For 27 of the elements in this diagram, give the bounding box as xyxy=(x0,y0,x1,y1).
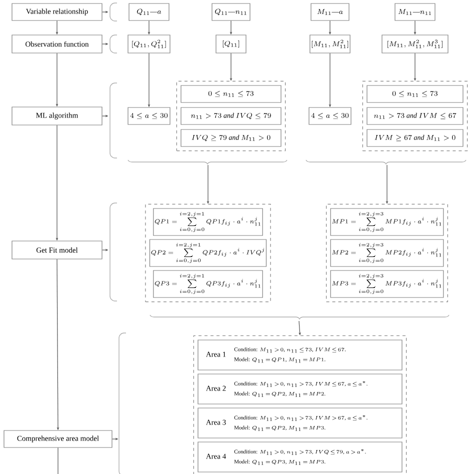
formula-box: $IVQ\ge 79\ \mathit{and}\ M_{11}>0$ xyxy=(180,129,282,147)
formula-box: $0\le n_{11}\le 73$ xyxy=(180,85,282,103)
dashed-group-box xyxy=(326,204,448,302)
formula-box: $IVM\ge 67\ \mathit{and}\ M_{11}>0$ xyxy=(366,129,464,147)
formula-box: $[Q_{11}]$ xyxy=(216,34,246,54)
formula-box: $4\le a\le 30$ xyxy=(128,107,170,125)
formula-box: $MP2=\sum_{i=0,j=0}^{i=2,j=3}MP2f_{ij}\cdot a^{i}\cdot n_{11}^{j}$ xyxy=(330,239,444,267)
formula-box: $Q_{11}\text{—}a$ xyxy=(128,3,170,21)
formula-box: $[Q_{11},Q_{11}^{2}]$ xyxy=(128,34,170,54)
dashed-group-box xyxy=(176,80,286,152)
formula-box: $n_{11}>73\ \mathit{and}\ IVQ\le 79$ xyxy=(180,107,282,125)
dashed-group-box xyxy=(145,204,271,302)
formula-box: $QP2=\sum_{i=0,j=0}^{i=2,j=1}QP2f_{ij}\cdot a^{i}\cdot IVQ^{j}$ xyxy=(149,239,267,267)
formula-box: $QP3=\sum_{i=0,j=0}^{i=2,j=1}QP3f_{ij}\cdot a^{i}\cdot n_{11}^{j}$ xyxy=(153,270,263,298)
formula-box: $[M_{11},M_{11}^{2}]$ xyxy=(310,34,350,54)
formula-box: $M_{11}\text{—}a$ xyxy=(310,3,350,21)
formula-box: $[M_{11},M_{11}^{2},M_{11}^{3}]$ xyxy=(382,34,448,54)
formula-box: $QP1=\sum_{i=0,j=0}^{i=2,j=1}QP1f_{ij}\cdot a^{i}\cdot n_{11}^{j}$ xyxy=(153,208,263,236)
dashed-group-box xyxy=(193,335,407,474)
formula-box: $0\le n_{11}\le 73$ xyxy=(366,85,464,103)
formula-box: $4\le a\le 30$ xyxy=(308,107,352,125)
formula-box: $M_{11}\text{—}n_{11}$ xyxy=(394,3,436,21)
formula-box: $Q_{11}\text{—}n_{11}$ xyxy=(212,3,250,21)
formula-box: $MP1=\sum_{i=0,j=0}^{i=2,j=3}MP1f_{ij}\cdot a^{i}\cdot n_{11}^{j}$ xyxy=(330,208,444,236)
dashed-group-box xyxy=(362,80,468,152)
formula-box: $n_{11}>73\ \mathit{and}\ IVM\le 67$ xyxy=(366,107,464,125)
formula-box: $MP3=\sum_{i=0,j=0}^{i=2,j=3}MP3f_{ij}\cdot a^{i}\cdot n_{11}^{j}$ xyxy=(330,270,444,298)
